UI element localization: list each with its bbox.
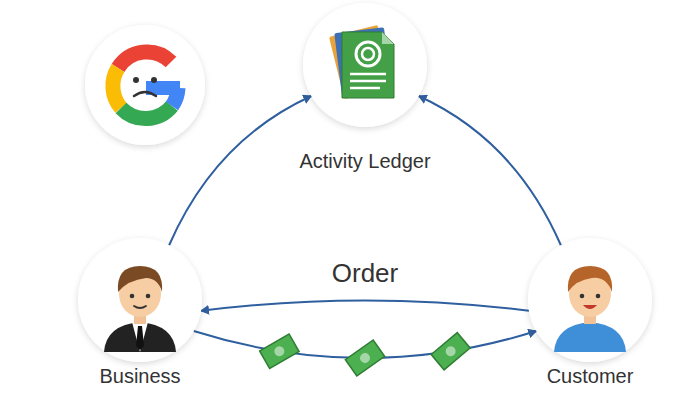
node-circle xyxy=(303,3,427,127)
node-label: Business xyxy=(99,364,180,388)
node-circle xyxy=(528,238,652,362)
ledger-icon xyxy=(303,3,427,127)
money-bill xyxy=(431,333,470,370)
node-circle xyxy=(78,238,202,362)
money-bill xyxy=(345,340,384,376)
flow-arrow xyxy=(419,96,561,245)
icon-node: Activity Ledger xyxy=(295,3,435,173)
node-label: Customer xyxy=(547,364,634,388)
customer-person xyxy=(528,238,652,362)
node-label: Activity Ledger xyxy=(299,149,430,173)
icon-node: Business xyxy=(78,238,202,388)
google-icon xyxy=(85,25,205,145)
money-bill xyxy=(260,334,299,368)
icon-node: Customer xyxy=(528,238,652,388)
flow-arrow xyxy=(201,300,529,310)
business-person xyxy=(78,238,202,362)
edge-label: Order xyxy=(328,259,402,289)
